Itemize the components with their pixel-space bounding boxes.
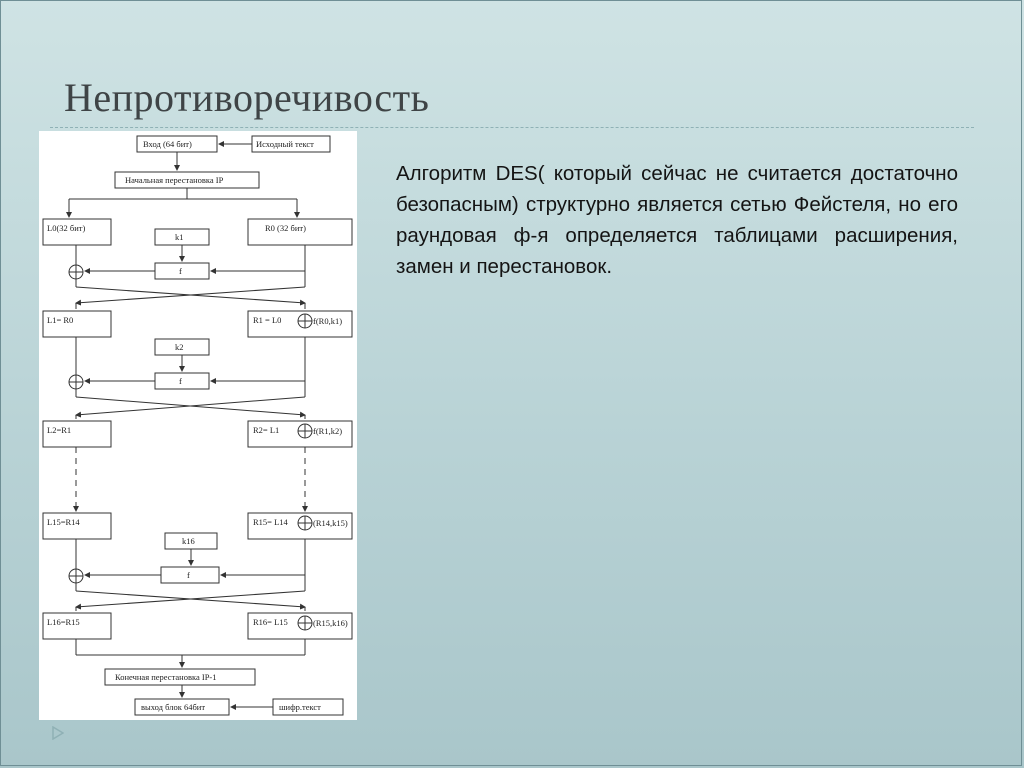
source-text-label: Исходный текст [256,139,314,149]
slide-title: Непротиворечивость [64,75,430,120]
r2-f-label: f(R1,k2) [313,426,342,436]
k2-label: k2 [175,342,184,352]
f-label-2: f [179,376,182,386]
l0-box [42,218,112,246]
r0-box [247,218,353,246]
l1-box [42,310,112,338]
r15-label: R15= L14 [253,517,289,527]
des-diagram-svg: Вход (64 бит) Исходный текст Начальная п… [42,135,353,716]
output-label: выход блок 64бит [141,702,205,712]
l2-box [42,420,112,448]
k1-label: k1 [175,232,184,242]
r1-box [247,310,353,338]
cipher-text-label: шифр.текст [279,702,321,712]
title-divider [50,127,974,128]
l2-label: L2=R1 [47,425,71,435]
l15-label: L15=R14 [47,517,80,527]
r2-box [247,420,353,448]
input-label: Вход (64 бит) [143,139,192,149]
l16-box [42,612,112,640]
l0-label: L0(32 бит) [47,223,85,233]
r16-box [247,612,353,640]
r16-label: R16= L15 [253,617,288,627]
l16-label: L16=R15 [47,617,80,627]
r1-f-label: f(R0,k1) [313,316,342,326]
r0-label: R0 (32 бит) [265,223,306,233]
l1-label: L1= R0 [47,315,73,325]
triangle-play-icon [52,725,65,745]
r15-box [247,512,353,540]
f-label-16: f [187,570,190,580]
r1-label: R1 = L0 [253,315,281,325]
des-feistel-diagram: Вход (64 бит) Исходный текст Начальная п… [39,131,357,720]
final-permutation-box [104,668,256,686]
r2-label: R2= L1 [253,425,279,435]
r15-f-label: (R14,k15) [313,518,348,528]
f-box-1 [154,262,210,280]
f-box-2 [154,372,210,390]
initial-permutation-label: Начальная перестановка IP [125,175,224,185]
final-permutation-label: Конечная перестановка IP-1 [115,672,217,682]
l15-box [42,512,112,540]
r16-f-label: (R15,k16) [313,618,348,628]
k16-label: k16 [182,536,195,546]
f-label-1: f [179,266,182,276]
slide-body-text: Алгоритм DES( который сейчас не считаетс… [396,162,958,278]
output-box [134,698,230,716]
f-box-16 [160,566,220,584]
